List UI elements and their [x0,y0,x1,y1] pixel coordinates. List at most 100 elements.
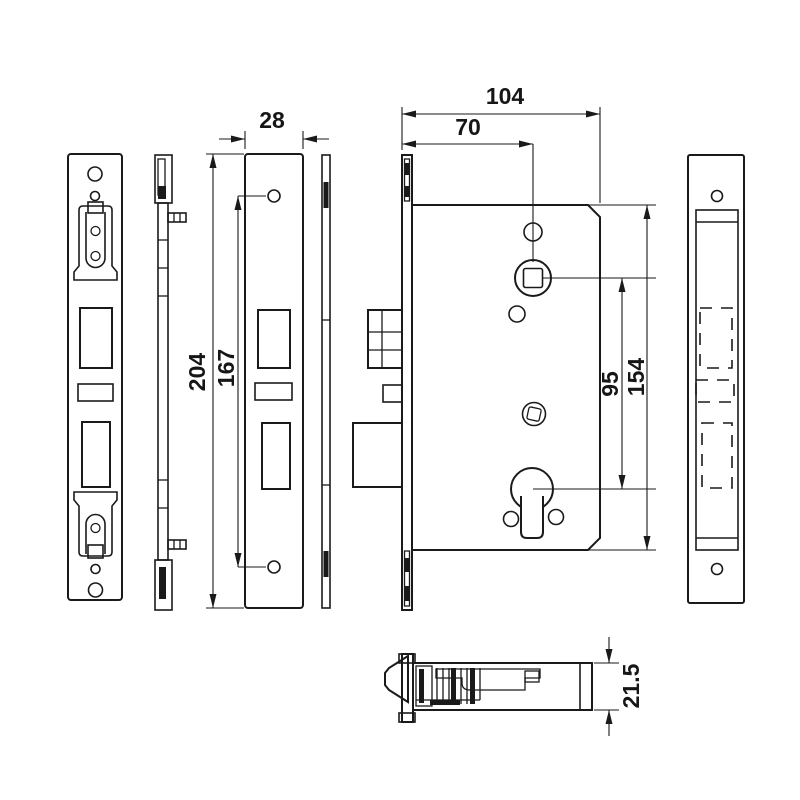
arrowhead [209,154,217,168]
spindle-square-hole [522,267,544,289]
dim-label-backset: 70 [455,114,481,140]
screw-hole [87,166,103,182]
arrowhead [303,135,317,143]
deadbolt-bracket [73,491,118,557]
dim-104: 104 [401,83,601,203]
screw-hole [89,190,101,202]
deadbolt-stop [87,544,104,559]
dim-label-lock-width: 104 [486,83,525,109]
deadbolt-guide [85,513,106,554]
stop-hole [521,401,547,427]
pin-hole [90,250,101,262]
deadbolt-cutout [261,422,291,490]
latch-bolt-head [384,654,409,704]
arrowhead [643,205,651,219]
detail-mark [323,551,329,577]
arrowhead [605,710,613,724]
dim-95-154: 95 154 [533,204,656,551]
cylinder-screw-hole [502,510,520,528]
dim-21-5: 21.5 [594,637,644,736]
side-profile-view [154,154,187,611]
screw-post [167,212,187,223]
screw-hole [87,582,104,598]
plate-edge [157,202,169,561]
faceplate-outline [244,153,304,609]
dim-label-spindle-to-cylinder: 95 [597,371,623,397]
detail-mark [404,558,410,572]
detail-mark [470,668,475,704]
latch-stop [87,201,104,214]
deadbolt [352,422,403,488]
dim-label-plate-width: 28 [259,107,285,133]
faceplate-outline [67,153,123,601]
screw-hole [710,562,724,576]
latch-guide [85,212,106,269]
hidden-latch-cutout [699,307,733,369]
dim-70: 70 [402,114,534,262]
detail-mark [404,586,410,601]
front-view-internal [67,153,123,601]
mechanism-detail [415,665,541,707]
latch-bolt [367,309,403,369]
screw-post [167,539,187,550]
dim-28: 28 [219,107,329,149]
detail-mark [451,668,456,704]
detail-mark [430,700,460,705]
arrowhead [586,110,600,118]
faceplate-edge-view [321,154,331,609]
faceplate-view [244,153,304,609]
pin-hole [90,522,101,534]
top-section-view [384,653,593,723]
cylinder-screw-hole [547,508,565,526]
detail-mark [158,186,166,199]
fixing-hole [508,305,526,323]
detail-block [524,670,540,683]
strike-plate-view [687,154,745,604]
arrowhead [618,475,626,489]
dim-label-screw-spacing: 167 [213,349,239,387]
lock-body-view [352,154,601,611]
detail-mark [404,186,410,197]
dim-204: 204 [184,153,244,609]
screw-hole [267,189,281,203]
screw-hole [267,560,281,574]
hidden-deadbolt-cutout [701,422,733,489]
dim-label-body-extent: 154 [623,358,649,397]
latch-cutout [257,309,291,369]
detail-block [415,665,433,707]
pin-hole [90,225,101,237]
hidden-small-cutout [695,379,735,403]
strike-plate-outline [687,154,745,604]
detail-mark [419,669,424,703]
detail-mark [323,182,329,208]
arrowhead [618,278,626,292]
dim-167: 167 [213,195,266,568]
dim-label-plate-length: 204 [184,353,210,392]
small-cutout [77,383,114,402]
screw-hole [90,563,101,575]
detail-mark [404,163,410,175]
arrowhead [643,536,651,550]
deadbolt-cutout [81,421,111,488]
lock-case-outline [411,204,601,551]
faceplate-edge [401,154,413,611]
plate-edge [321,154,331,609]
latch-cutout [79,307,113,369]
auxiliary-bolt [382,384,403,403]
arrowhead [605,649,613,663]
detail-mark [159,567,166,599]
arrowhead [519,140,533,148]
case-outline [412,662,593,711]
euro-cylinder-stem [520,496,544,539]
arrowhead [231,135,245,143]
bottom-block [154,559,173,611]
arrowhead [234,553,242,567]
arrowhead [402,110,416,118]
screw-hole [710,189,724,203]
small-cutout [254,382,293,401]
dim-label-case-thickness: 21.5 [618,663,644,708]
arrowhead [209,594,217,608]
faceplate-detail [403,158,411,202]
